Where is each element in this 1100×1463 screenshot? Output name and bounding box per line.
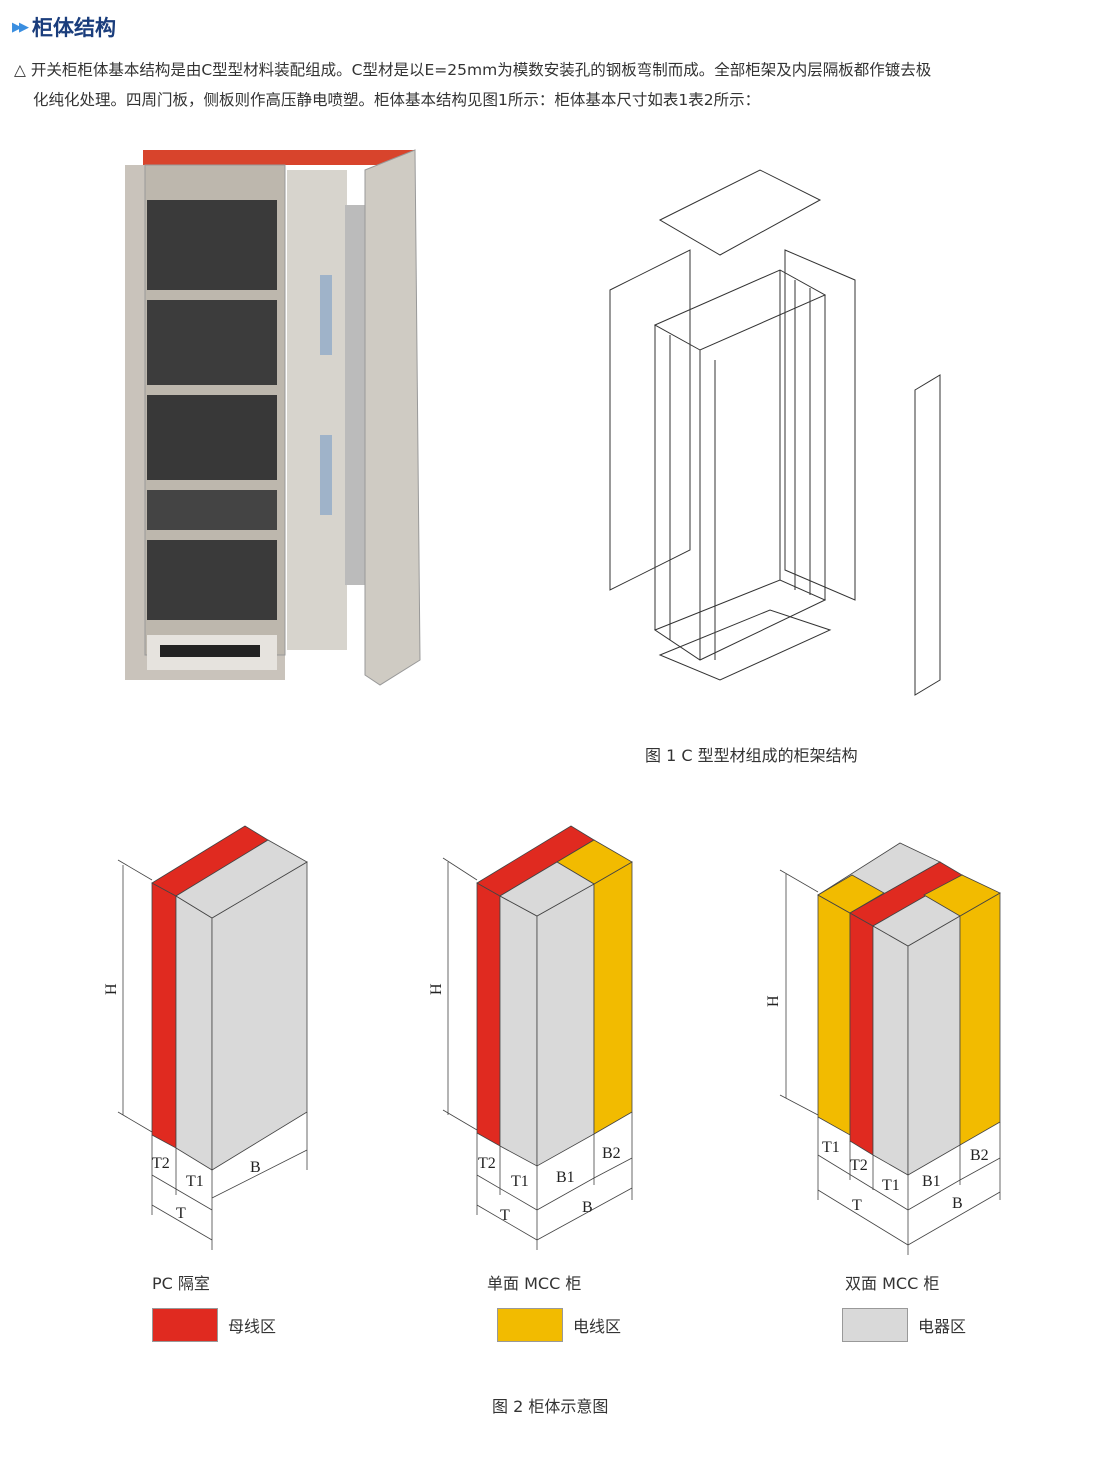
dim-label: H <box>765 995 782 1007</box>
section-title: 柜体结构 <box>32 16 116 40</box>
legend-busbar: 母线区 <box>152 1308 276 1342</box>
paragraph-line: △ 开关柜柜体基本结构是由C型型材料装配组成。C型材是以E=25mm为模数安装孔… <box>14 61 932 79</box>
dim-label: T <box>176 1205 186 1222</box>
dim-label: B <box>250 1159 261 1176</box>
dim-label: B2 <box>970 1147 989 1164</box>
dim-label: B2 <box>602 1145 621 1162</box>
dim-label: T2 <box>850 1157 868 1174</box>
busbar-zone <box>151 882 177 1149</box>
dim-label: H <box>103 983 120 995</box>
dim-label: B1 <box>922 1173 941 1190</box>
dim-label: T2 <box>152 1155 170 1172</box>
legend-wiring: 电线区 <box>497 1308 621 1342</box>
intro-paragraph: △ 开关柜柜体基本结构是由C型型材料装配组成。C型材是以E=25mm为模数安装孔… <box>14 55 1094 115</box>
cabinet-photo <box>125 149 421 686</box>
diagram-name: 双面 MCC 柜 <box>845 1274 940 1293</box>
legend-label: 电器区 <box>918 1317 967 1336</box>
legend-label: 电线区 <box>573 1317 622 1336</box>
dim-label: B <box>952 1195 963 1212</box>
dim-label: T1 <box>511 1173 529 1190</box>
diagram-pc-compartment <box>117 825 308 1250</box>
dim-label: B1 <box>556 1169 575 1186</box>
dim-label: B <box>582 1199 593 1216</box>
legend-device: 电器区 <box>842 1308 966 1342</box>
diagram-double-mcc <box>779 842 1001 1255</box>
dim-label: T1 <box>186 1173 204 1190</box>
dim-label: T <box>852 1197 862 1214</box>
diagram-name: 单面 MCC 柜 <box>487 1274 582 1293</box>
legend-swatch <box>497 1308 563 1342</box>
diagram-name: PC 隔室 <box>152 1274 210 1293</box>
dim-label: T2 <box>478 1155 496 1172</box>
paragraph-line: 化纯化处理。四周门板，侧板则作高压静电喷塑。柜体基本结构见图1所示：柜体基本尺寸… <box>33 91 761 109</box>
diagram-single-mcc <box>442 825 633 1250</box>
legend-swatch <box>152 1308 218 1342</box>
section-heading: ▶▶柜体结构 <box>12 12 116 42</box>
figure1-caption: 图 1 C 型型材组成的柜架结构 <box>645 746 858 765</box>
legend-swatch <box>842 1308 908 1342</box>
double-arrow-icon: ▶▶ <box>12 19 29 35</box>
legend-label: 母线区 <box>228 1317 277 1336</box>
dim-label: H <box>428 983 445 995</box>
figure2-caption: 图 2 柜体示意图 <box>492 1397 609 1416</box>
frame-exploded-diagram <box>609 169 941 696</box>
dim-label: T <box>500 1207 510 1224</box>
dim-label: T1 <box>882 1177 900 1194</box>
dim-label: T1 <box>822 1139 840 1156</box>
device-zone <box>175 895 213 1171</box>
